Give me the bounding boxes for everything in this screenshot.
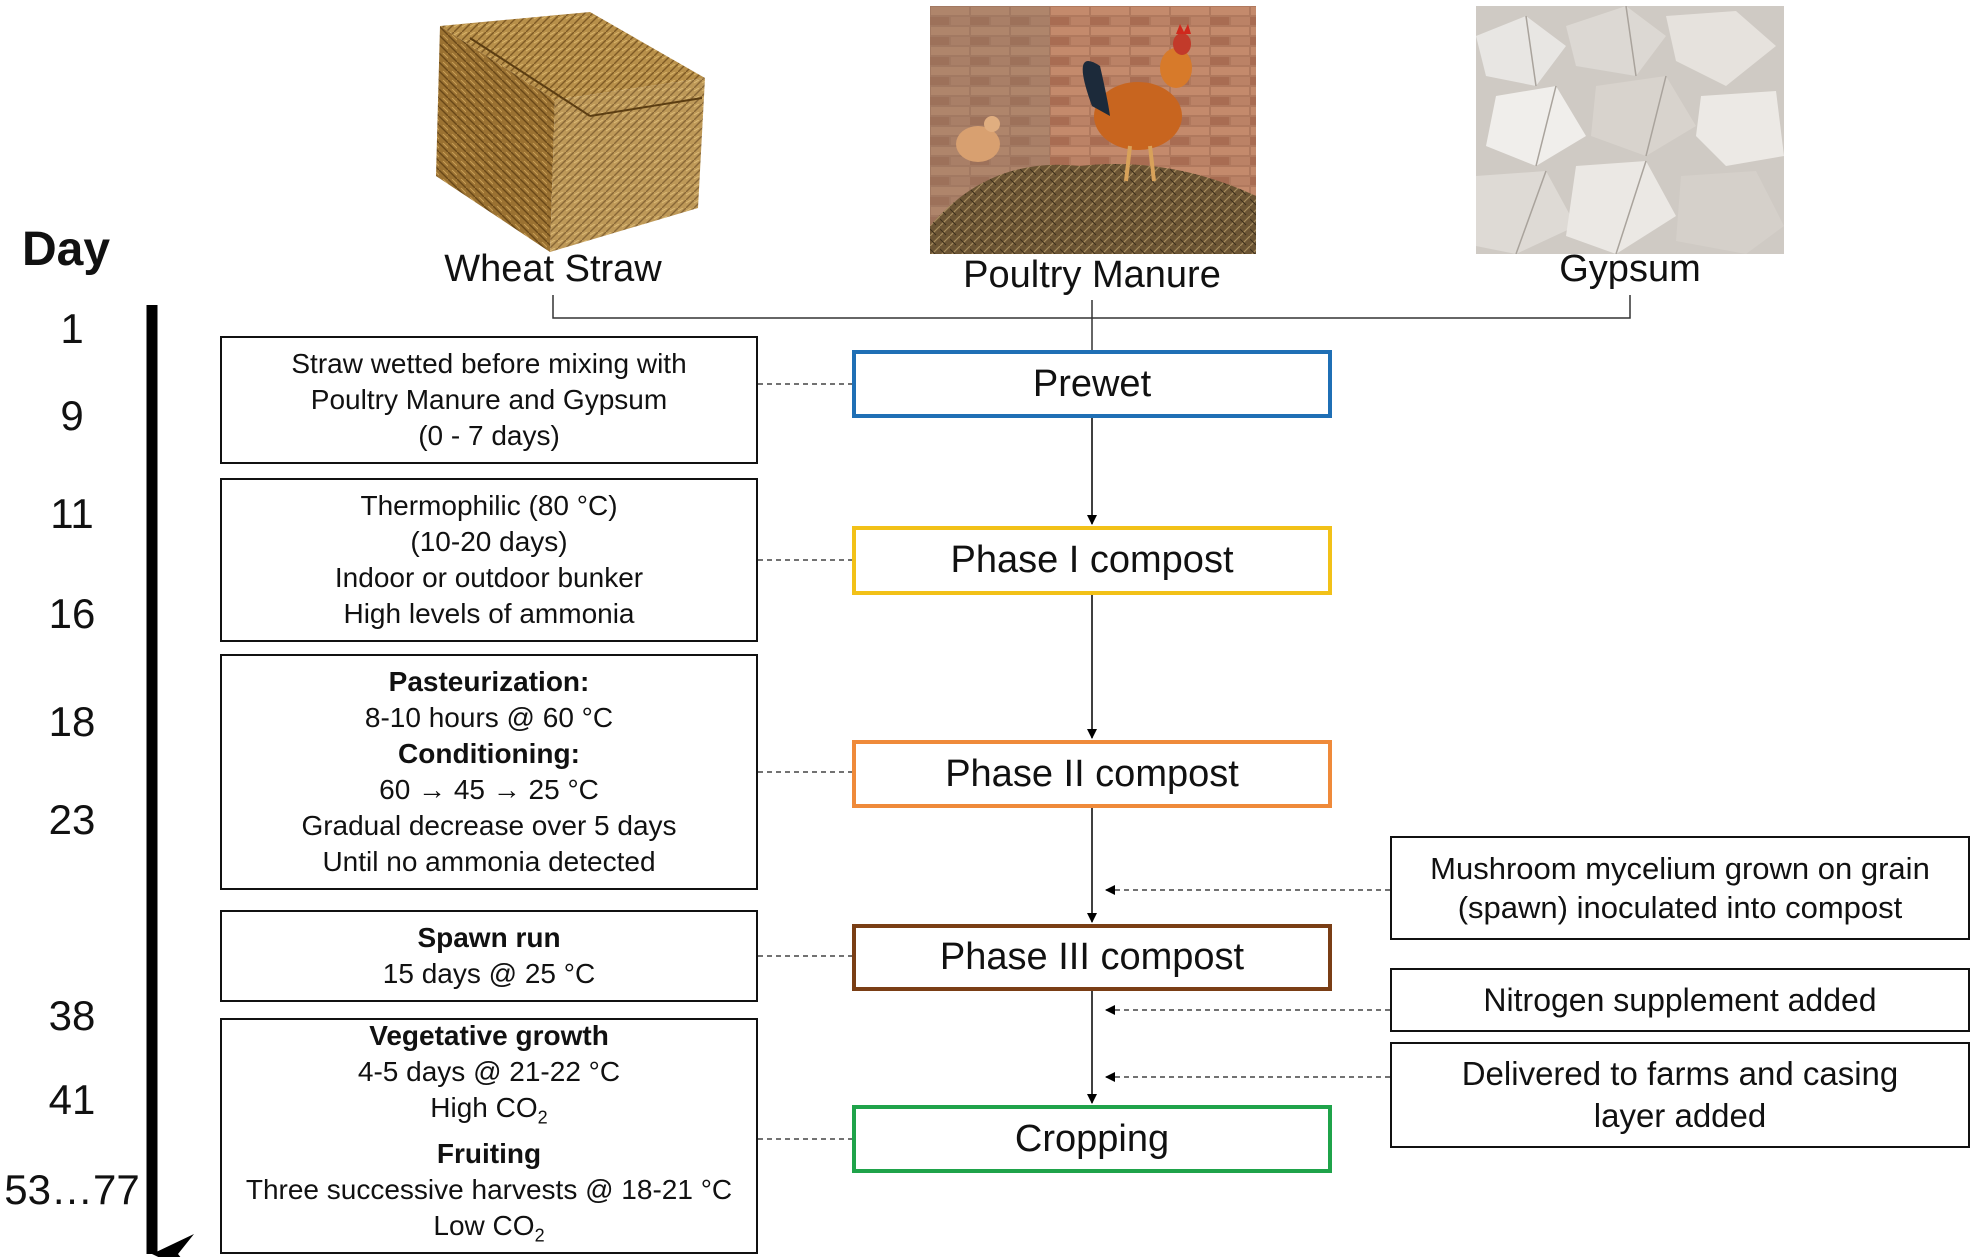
note-line: High CO2 [430, 1090, 547, 1136]
note-phase3: Spawn run 15 days @ 25 °C [220, 910, 758, 1002]
note-prewet: Straw wetted before mixing with Poultry … [220, 336, 758, 464]
note-line: (0 - 7 days) [418, 420, 560, 451]
stage-cropping: Cropping [852, 1105, 1332, 1173]
day-label: 18 [48, 698, 96, 745]
day-label: 16 [48, 590, 96, 637]
poultry-manure-label: Poultry Manure [963, 254, 1221, 296]
note-line: Straw wetted before mixing with [291, 348, 687, 379]
note-line: 8-10 hours @ 60 °C [364, 702, 614, 733]
co2-low-text: Low CO [433, 1210, 535, 1241]
day-label: 23 [48, 796, 96, 843]
wheat-straw-label: Wheat Straw [444, 248, 662, 290]
note-phase1: Thermophilic (80 °C) (10-20 days) Indoor… [220, 478, 758, 642]
note-line: Low CO2 [433, 1208, 544, 1254]
timeline-title: Day [22, 223, 111, 276]
note-heading: Vegetative growth [369, 1020, 609, 1052]
co2-subscript: 2 [537, 1108, 548, 1128]
note-cropping: Vegetative growth 4-5 days @ 21-22 °C Hi… [220, 1018, 758, 1254]
day-label: 11 [50, 490, 94, 537]
gypsum-label: Gypsum [1559, 248, 1701, 290]
note-line: Gradual decrease over 5 days [301, 810, 677, 841]
day-label: 1 [60, 305, 84, 352]
co2-subscript: 2 [534, 1225, 545, 1246]
input-nitrogen: Nitrogen supplement added [1390, 968, 1970, 1032]
note-line: 15 days @ 25 °C [382, 958, 596, 989]
day-label: 53…77 [4, 1166, 140, 1213]
input-line: (spawn) inoculated into compost [1457, 890, 1903, 925]
input-casing: Delivered to farms and casing layer adde… [1390, 1042, 1970, 1148]
note-line: High levels of ammonia [343, 598, 635, 629]
note-line: Poultry Manure and Gypsum [310, 384, 668, 415]
note-line: Until no ammonia detected [322, 846, 656, 877]
note-line: Thermophilic (80 °C) [360, 490, 618, 521]
note-heading: Spawn run [417, 922, 561, 953]
gypsum-rocks-photo [1476, 6, 1784, 254]
day-label: 38 [48, 992, 96, 1039]
rooster-manure-photo [930, 6, 1256, 254]
note-line: Three successive harvests @ 18-21 °C [245, 1174, 733, 1205]
stage-phase1: Phase I compost [852, 526, 1332, 595]
input-line: Mushroom mycelium grown on grain [1430, 851, 1930, 886]
straw-bale-photo [430, 8, 710, 252]
input-line: layer added [1593, 1097, 1767, 1134]
note-line: (10-20 days) [410, 526, 568, 557]
note-line: Indoor or outdoor bunker [334, 562, 644, 593]
note-heading: Fruiting [436, 1138, 542, 1169]
input-spawn: Mushroom mycelium grown on grain (spawn)… [1390, 836, 1970, 940]
note-heading: Pasteurization: [388, 666, 590, 697]
note-heading: Conditioning: [398, 738, 580, 769]
day-label: 9 [60, 392, 84, 439]
stage-phase3: Phase III compost [852, 924, 1332, 991]
note-phase2: Pasteurization: 8-10 hours @ 60 °C Condi… [220, 654, 758, 890]
input-line: Nitrogen supplement added [1483, 982, 1877, 1018]
stage-phase2: Phase II compost [852, 740, 1332, 808]
co2-high-text: High CO [430, 1092, 538, 1124]
input-line: Delivered to farms and casing [1461, 1055, 1899, 1092]
note-line: 60 → 45 → 25 °C [379, 774, 599, 805]
note-line: 4-5 days @ 21-22 °C [357, 1056, 621, 1088]
stage-prewet: Prewet [852, 350, 1332, 418]
day-label: 41 [48, 1076, 96, 1123]
